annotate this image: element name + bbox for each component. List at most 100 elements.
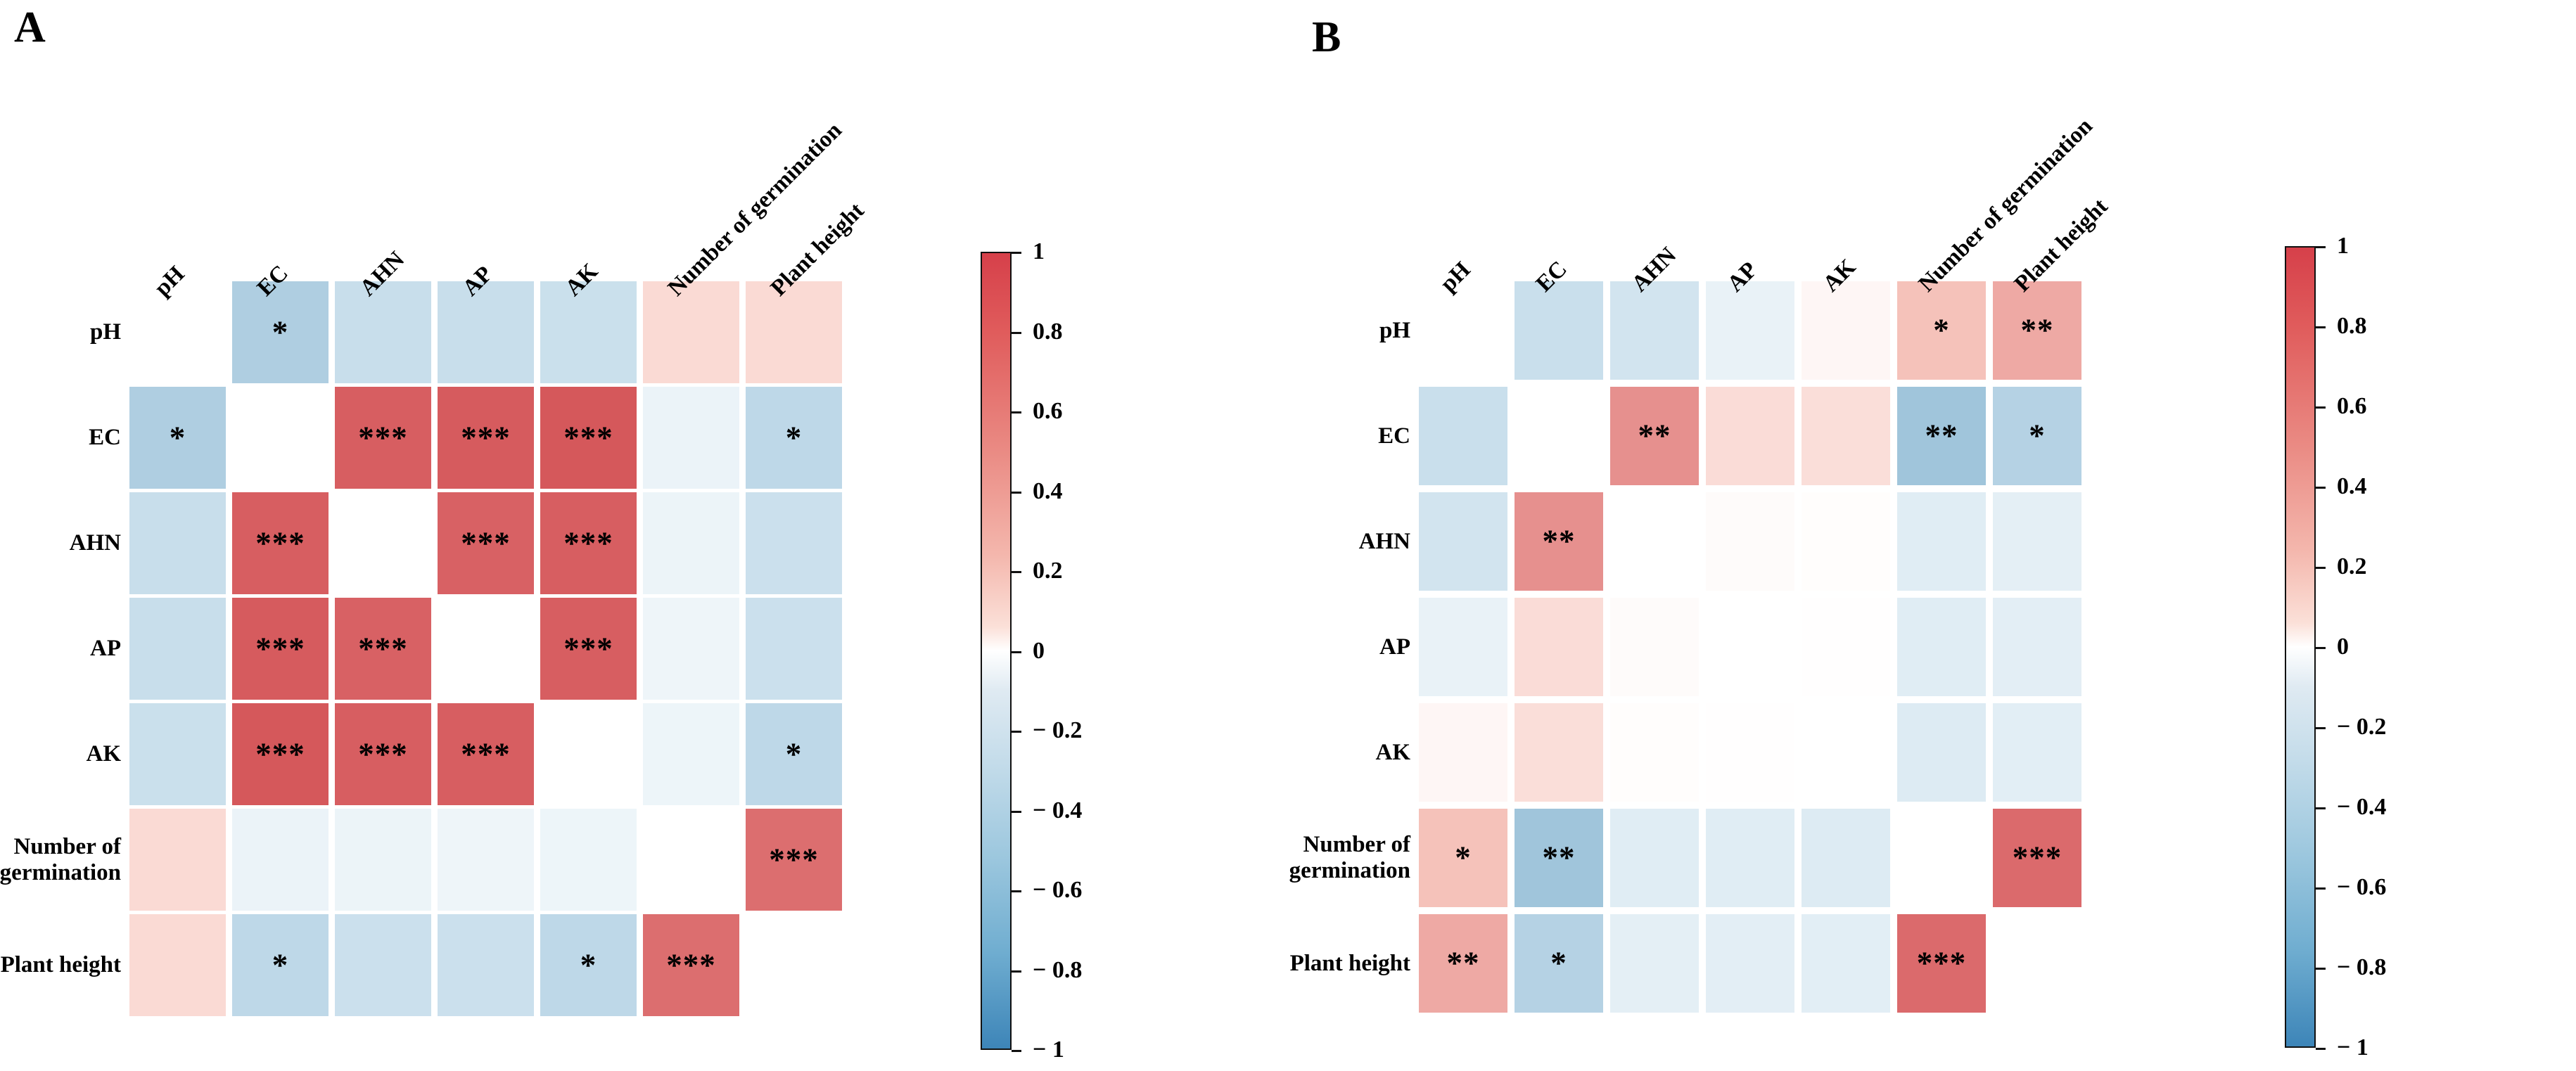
heatmap-cell[interactable]	[1802, 809, 1890, 907]
heatmap-cell[interactable]	[1515, 281, 1603, 380]
heatmap-cell[interactable]: **	[1897, 387, 1986, 485]
colorbar-tick-label: − 1	[2337, 1034, 2368, 1060]
heatmap-cell[interactable]	[1897, 598, 1986, 696]
heatmap-cell[interactable]	[1610, 809, 1699, 907]
heatmap-cell[interactable]: *	[232, 281, 329, 383]
heatmap-cell[interactable]	[1802, 387, 1890, 485]
colorbar-tick	[2316, 727, 2326, 729]
heatmap-cell[interactable]: **	[1515, 809, 1603, 907]
column-label-number-of-germination: Number of germination	[663, 117, 847, 302]
heatmap-cell[interactable]	[438, 914, 534, 1016]
heatmap-cell[interactable]	[540, 281, 637, 383]
heatmap-cell[interactable]	[1706, 281, 1794, 380]
heatmap-cell[interactable]	[1610, 281, 1699, 380]
heatmap-cell[interactable]: *	[232, 914, 329, 1016]
heatmap-cell[interactable]: ***	[232, 598, 329, 700]
heatmap-cell[interactable]: ***	[1993, 809, 2081, 907]
heatmap-cell[interactable]	[438, 281, 534, 383]
heatmap-cell[interactable]	[335, 281, 431, 383]
heatmap-cell[interactable]: ***	[438, 703, 534, 805]
heatmap-cell[interactable]	[232, 809, 329, 911]
heatmap-cell[interactable]	[1610, 598, 1699, 696]
heatmap-cell[interactable]	[1419, 598, 1507, 696]
heatmap-cell[interactable]: *	[1515, 914, 1603, 1013]
heatmap-cell[interactable]: *	[1897, 281, 1986, 380]
heatmap-cell[interactable]	[1419, 387, 1507, 485]
heatmap-cell[interactable]: ***	[540, 598, 637, 700]
heatmap-cell[interactable]	[643, 281, 739, 383]
heatmap-cell[interactable]	[540, 809, 637, 911]
heatmap-cell[interactable]	[335, 914, 431, 1016]
heatmap-cell[interactable]: **	[1993, 281, 2081, 380]
heatmap-cell[interactable]	[1706, 387, 1794, 485]
heatmap-cell[interactable]	[1993, 492, 2081, 591]
heatmap-cell[interactable]: *	[129, 387, 226, 489]
column-label-ph: pH	[149, 261, 190, 302]
heatmap-cell[interactable]	[1802, 914, 1890, 1013]
colorbar-tick	[1012, 491, 1021, 494]
heatmap-cell[interactable]	[1419, 703, 1507, 802]
heatmap-cell[interactable]	[643, 492, 739, 594]
colorbar-tick-label: 0.4	[1033, 477, 1063, 504]
heatmap-cell[interactable]	[1706, 703, 1794, 802]
colorbar-tick	[1012, 1050, 1021, 1052]
heatmap-cell[interactable]: ***	[438, 387, 534, 489]
heatmap-cell[interactable]: *	[746, 703, 842, 805]
heatmap-cell[interactable]	[129, 809, 226, 911]
heatmap-cell[interactable]: ***	[232, 492, 329, 594]
heatmap-cell[interactable]: *	[746, 387, 842, 489]
heatmap-cell[interactable]	[643, 703, 739, 805]
significance-marker: ***	[255, 525, 305, 560]
heatmap-cell[interactable]	[129, 598, 226, 700]
heatmap-cell[interactable]	[746, 281, 842, 383]
heatmap-cell[interactable]	[1706, 914, 1794, 1013]
heatmap-cell[interactable]	[438, 809, 534, 911]
row-label-ahn: AHN	[69, 530, 121, 556]
colorbar-tick	[2316, 326, 2326, 328]
heatmap-cell[interactable]: *	[1993, 387, 2081, 485]
colorbar-tick	[1012, 331, 1021, 334]
heatmap-cell[interactable]: ***	[438, 492, 534, 594]
heatmap-cell[interactable]	[1515, 703, 1603, 802]
heatmap-cell[interactable]: **	[1515, 492, 1603, 591]
heatmap-cell[interactable]	[1897, 703, 1986, 802]
heatmap-cell[interactable]	[1419, 492, 1507, 591]
heatmap-cell[interactable]: ***	[232, 703, 329, 805]
panel-a: A **************************************…	[0, 6, 1082, 1062]
significance-marker: **	[1925, 418, 1958, 454]
heatmap-cell[interactable]	[1610, 914, 1699, 1013]
heatmap-cell[interactable]	[129, 703, 226, 805]
heatmap-cell[interactable]	[1610, 703, 1699, 802]
heatmap-cell[interactable]: *	[1419, 809, 1507, 907]
heatmap-cell[interactable]: ***	[1897, 914, 1986, 1013]
column-label-number-of-germination: Number of germination	[1914, 113, 2098, 297]
heatmap-cell[interactable]	[1897, 492, 1986, 591]
heatmap-cell[interactable]	[746, 492, 842, 594]
heatmap-cell[interactable]	[1993, 598, 2081, 696]
heatmap-cell[interactable]	[129, 914, 226, 1016]
heatmap-cell[interactable]	[1993, 703, 2081, 802]
heatmap-cell[interactable]	[1802, 598, 1890, 696]
heatmap-cell[interactable]: **	[1419, 914, 1507, 1013]
heatmap-cell[interactable]	[746, 598, 842, 700]
heatmap-cell[interactable]	[1706, 492, 1794, 591]
heatmap-cell[interactable]: ***	[335, 387, 431, 489]
heatmap-cell[interactable]: ***	[540, 492, 637, 594]
heatmap-cell[interactable]	[643, 598, 739, 700]
colorbar-tick	[1012, 890, 1021, 892]
heatmap-cell[interactable]	[1706, 809, 1794, 907]
heatmap-cell[interactable]	[1515, 598, 1603, 696]
heatmap-cell[interactable]: **	[1610, 387, 1699, 485]
heatmap-cell[interactable]	[1802, 492, 1890, 591]
heatmap-cell[interactable]	[129, 492, 226, 594]
heatmap-cell[interactable]: ***	[643, 914, 739, 1016]
heatmap-cell[interactable]	[643, 387, 739, 489]
heatmap-cell[interactable]: ***	[335, 598, 431, 700]
row-label-ph: pH	[89, 319, 121, 345]
heatmap-cell[interactable]: ***	[335, 703, 431, 805]
heatmap-cell[interactable]: ***	[540, 387, 637, 489]
heatmap-cell[interactable]: ***	[746, 809, 842, 911]
heatmap-cell[interactable]	[1802, 281, 1890, 380]
heatmap-cell[interactable]: *	[540, 914, 637, 1016]
heatmap-cell[interactable]	[335, 809, 431, 911]
